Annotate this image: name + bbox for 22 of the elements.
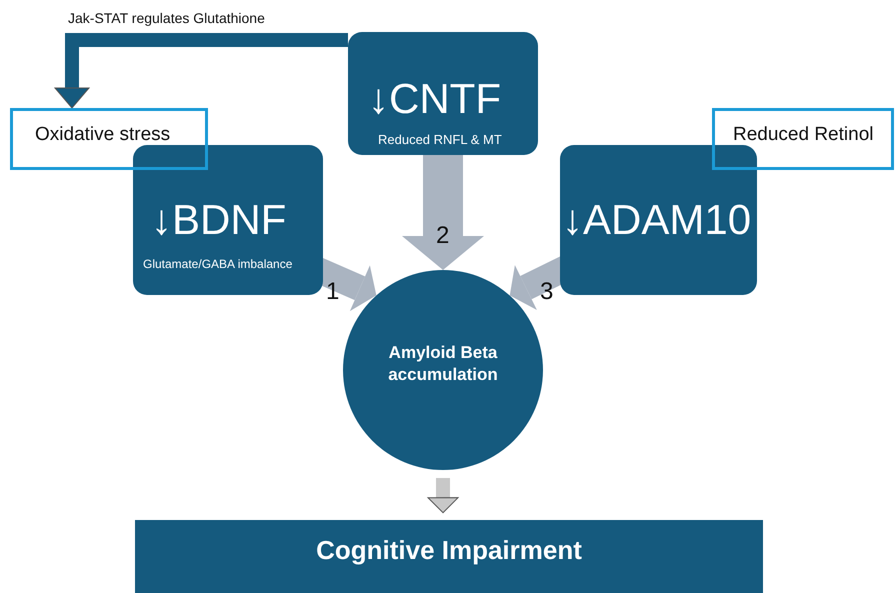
block-arrow [428,478,459,514]
process-box [135,520,763,593]
block-arrow [54,33,348,108]
node-note: Reduced RNFL & MT [378,132,502,149]
block-arrow [402,155,484,270]
node-heading: ↓CNTF [368,74,501,124]
node-heading: ↓BDNF [151,195,286,245]
node-heading: ↓ADAM10 [562,195,752,245]
process-box [133,145,323,295]
outlined-box [712,108,894,170]
step-number: 3 [540,278,554,306]
node-label: Reduced Retinol [733,123,874,147]
node-label: Oxidative stress [35,123,170,147]
node-note: Glutamate/GABA imbalance [143,257,292,273]
step-number: 1 [326,278,340,306]
process-box [348,32,538,155]
process-box [560,145,757,295]
node-label: Amyloid Beta accumulation [387,342,499,386]
node-label: Cognitive Impairment [315,534,583,567]
edge-label: Jak-STAT regulates Glutathione [68,10,265,26]
step-number: 2 [436,222,450,250]
outlined-box [10,108,208,170]
